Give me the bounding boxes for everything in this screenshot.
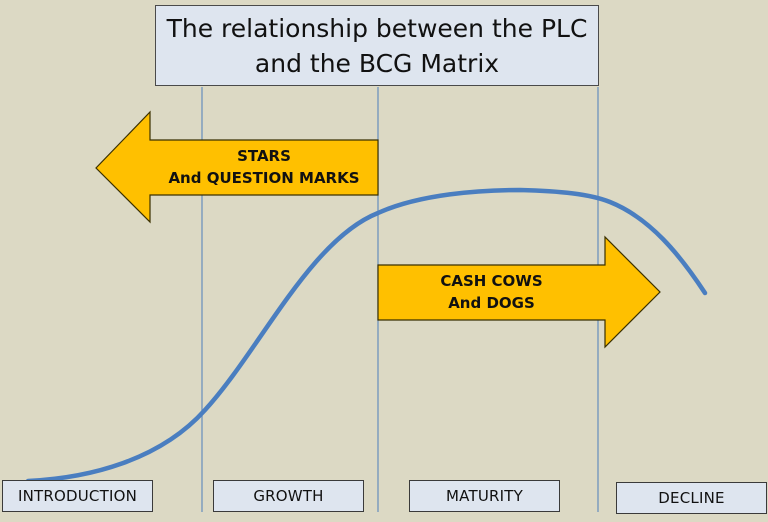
dogs-label: And DOGS bbox=[448, 294, 535, 312]
product-life-cycle-curve bbox=[25, 187, 708, 484]
stage-growth: GROWTH bbox=[213, 480, 364, 512]
stage-decline: DECLINE bbox=[616, 482, 767, 514]
stars-label: STARS bbox=[237, 147, 291, 165]
stars-question-marks-label: STARS And QUESTION MARKS bbox=[150, 145, 378, 189]
title-line-1: The relationship between the PLC bbox=[166, 13, 588, 43]
diagram-title: The relationship between the PLC and the… bbox=[155, 5, 599, 86]
cash-cows-dogs-arrow bbox=[377, 235, 661, 349]
title-line-2: and the BCG Matrix bbox=[254, 48, 500, 78]
cash-cows-label: CASH COWS bbox=[440, 272, 543, 290]
stage-introduction: INTRODUCTION bbox=[2, 480, 153, 512]
question-marks-label: And QUESTION MARKS bbox=[168, 169, 360, 187]
stage-maturity: MATURITY bbox=[409, 480, 560, 512]
cash-cows-dogs-label: CASH COWS And DOGS bbox=[378, 270, 605, 314]
stars-question-marks-arrow bbox=[95, 110, 379, 224]
